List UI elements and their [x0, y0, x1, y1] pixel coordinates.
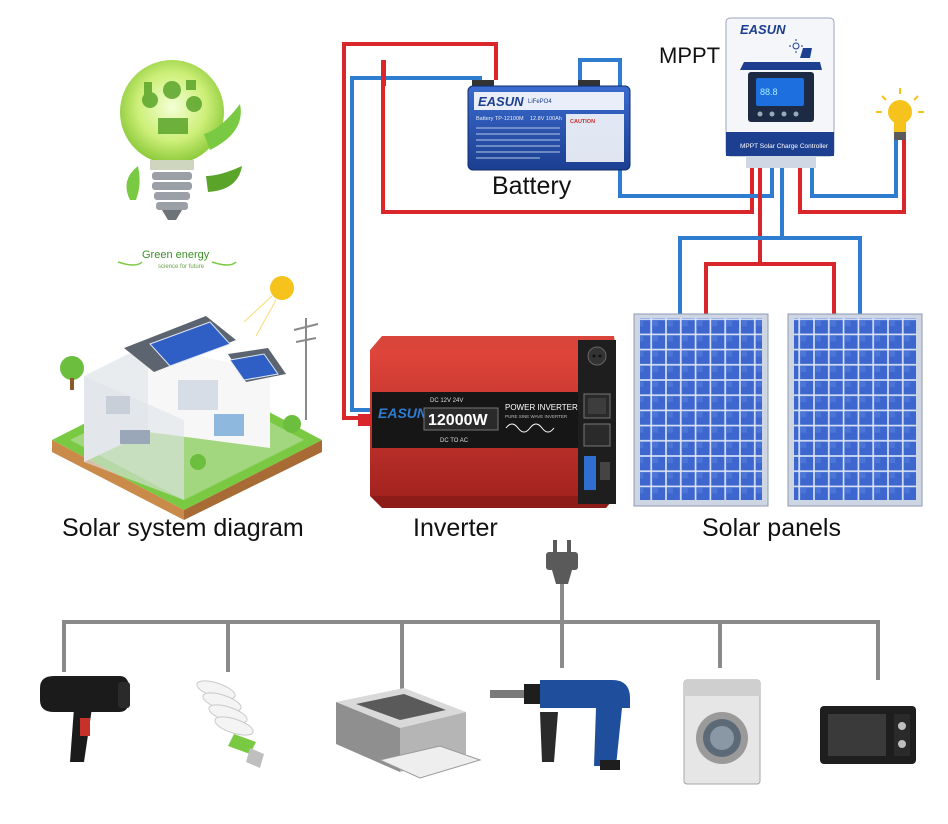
svg-text:88.8: 88.8 [760, 87, 778, 97]
solar-system-diagram-label: Solar system diagram [62, 514, 304, 542]
distribution-bus [62, 584, 880, 690]
solar-panel-left [633, 313, 769, 507]
inverter-label: Inverter [413, 514, 498, 542]
green-energy-text: Green energy [142, 249, 210, 261]
battery-spec-text: 12.8V 100Ah [530, 116, 562, 122]
solar-house-illustration [52, 276, 322, 520]
battery-caution-text: CAUTION [570, 119, 595, 125]
wiring [342, 42, 906, 420]
solar-panel-right [787, 313, 923, 507]
green-energy-bulb-icon: Green energy science for future [117, 60, 242, 270]
battery-mppt-positive-wire [381, 60, 754, 214]
sun-symbol-icon [789, 39, 803, 53]
roof-solar-panel-small [229, 353, 279, 381]
inverter-brand-text: EASUN [378, 405, 428, 421]
battery-model-text: Battery TP-12100M [476, 116, 524, 122]
solar-panels-label: Solar panels [702, 514, 841, 542]
inverter-input-text: DC 12V 24V [430, 398, 463, 404]
hair-dryer-icon [40, 676, 130, 762]
battery-label: Battery [492, 172, 572, 200]
inverter-title-text: POWER INVERTER [505, 403, 578, 412]
inverter-power-text: 12000W [428, 412, 488, 429]
energy-saving-bulb-icon [196, 680, 264, 768]
inverter-subtitle-text: PURE SINE WAVE INVERTER [505, 414, 568, 419]
green-energy-subtext: science for future [158, 264, 205, 270]
mppt-label: MPPT [659, 43, 721, 68]
inverter-unit: EASUN DC 12V 24V 12000W DC TO AC POWER I… [358, 336, 616, 508]
mppt-footer-text: MPPT Solar Charge Controller [740, 143, 829, 150]
battery-chemistry-text: LiFePO4 [528, 99, 552, 105]
mppt-load-negative-wire [810, 140, 898, 198]
battery-brand-text: EASUN [478, 94, 524, 109]
power-drill-icon [490, 680, 630, 770]
sun-icon [270, 276, 294, 300]
mppt-load-positive-wire [798, 140, 906, 214]
roof-solar-panel [149, 321, 231, 367]
washing-machine-icon [683, 679, 761, 785]
inverter-battery-negative-wire [350, 76, 482, 412]
printer-icon [336, 688, 482, 779]
mppt-controller: EASUN 88.8 MPPT Solar Charge Controller [725, 17, 835, 168]
power-plug-icon [546, 540, 578, 584]
mppt-brand-text: EASUN [740, 22, 786, 37]
inverter-battery-positive-wire [342, 42, 498, 420]
inverter-dc-ac-text: DC TO AC [440, 438, 469, 444]
mppt-panels-positive-wire [704, 168, 836, 314]
mppt-panels-negative-wire [678, 168, 862, 314]
battery-unit: EASUN LiFePO4 Battery TP-12100M 12.8V 10… [467, 80, 631, 171]
light-bulb-icon [876, 88, 924, 140]
microwave-oven-icon [820, 706, 916, 764]
